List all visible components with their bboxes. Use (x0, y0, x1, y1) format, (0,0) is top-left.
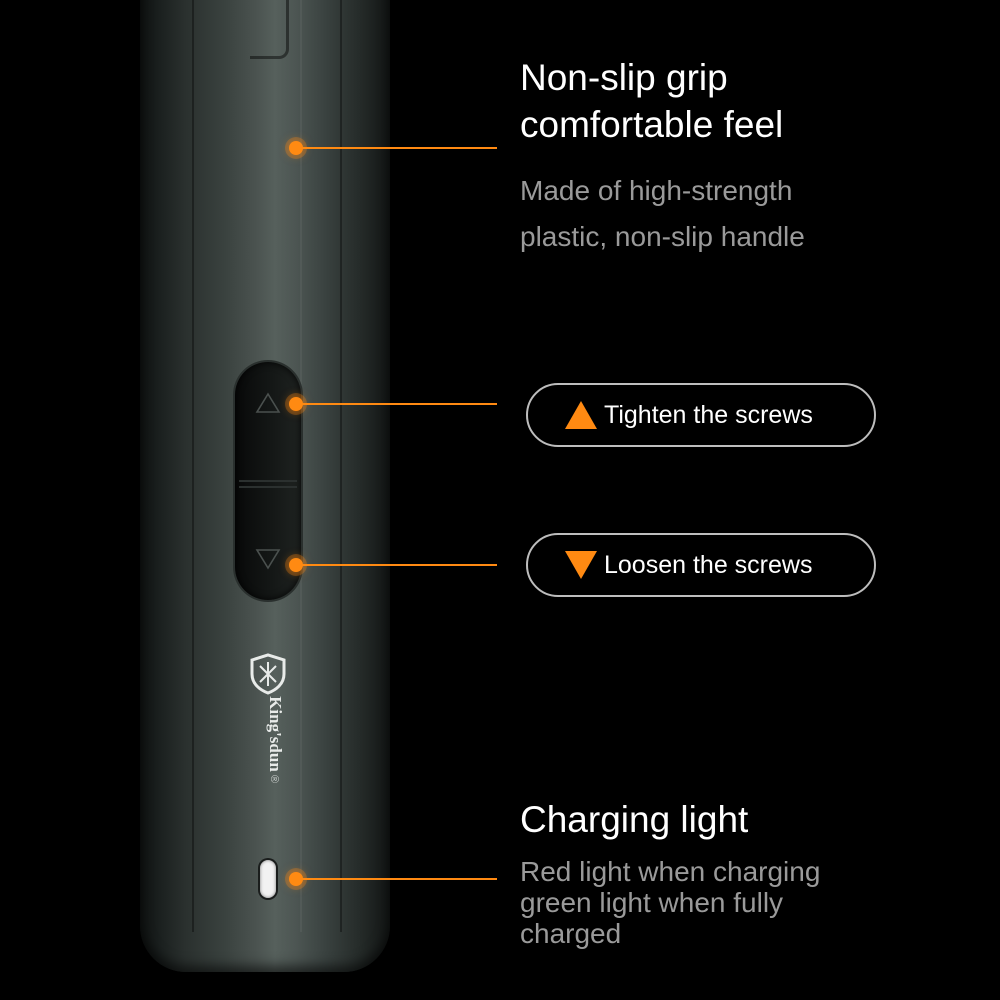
charging-desc-line: Red light when charging (520, 856, 821, 887)
rocker-divider (239, 486, 297, 488)
grip-desc-line: plastic, non-slip handle (520, 221, 805, 252)
tighten-callout-dot (289, 397, 303, 411)
grip-callout-dot (289, 141, 303, 155)
tighten-label: Tighten the screws (604, 400, 813, 429)
charging-light (260, 860, 276, 898)
charging-desc-line: charged (520, 918, 622, 949)
loosen-arrow-icon[interactable] (255, 546, 281, 572)
brand-name: King'sdun (266, 696, 285, 772)
tighten-callout-line (300, 403, 497, 405)
grip-description: Made of high-strength plastic, non-slip … (520, 168, 805, 260)
charging-callout-line (300, 878, 497, 880)
body-ridge (340, 0, 342, 932)
tighten-arrow-icon[interactable] (255, 390, 281, 416)
triangle-down-icon (565, 551, 597, 579)
body-ridge (192, 0, 194, 932)
charging-description: Red light when charging green light when… (520, 856, 820, 949)
loosen-label-pill: Loosen the screws (526, 533, 876, 597)
charging-desc-line: green light when fully (520, 887, 784, 918)
loosen-label: Loosen the screws (604, 550, 813, 579)
grip-title-line: Non-slip grip (520, 57, 728, 98)
grip-title: Non-slip grip comfortable feel (520, 54, 783, 148)
charging-title: Charging light (520, 799, 749, 840)
charging-callout-dot (289, 872, 303, 886)
tighten-label-pill: Tighten the screws (526, 383, 876, 447)
loosen-callout-line (300, 564, 497, 566)
grip-callout-line (300, 147, 497, 149)
rocker-divider (239, 480, 297, 482)
body-ridge (300, 0, 302, 932)
triangle-up-icon (565, 401, 597, 429)
brand-shield-icon (250, 653, 286, 695)
grip-desc-line: Made of high-strength (520, 175, 793, 206)
body-notch (250, 0, 289, 59)
grip-title-line: comfortable feel (520, 104, 784, 145)
registered-mark: ® (268, 774, 281, 784)
loosen-callout-dot (289, 558, 303, 572)
